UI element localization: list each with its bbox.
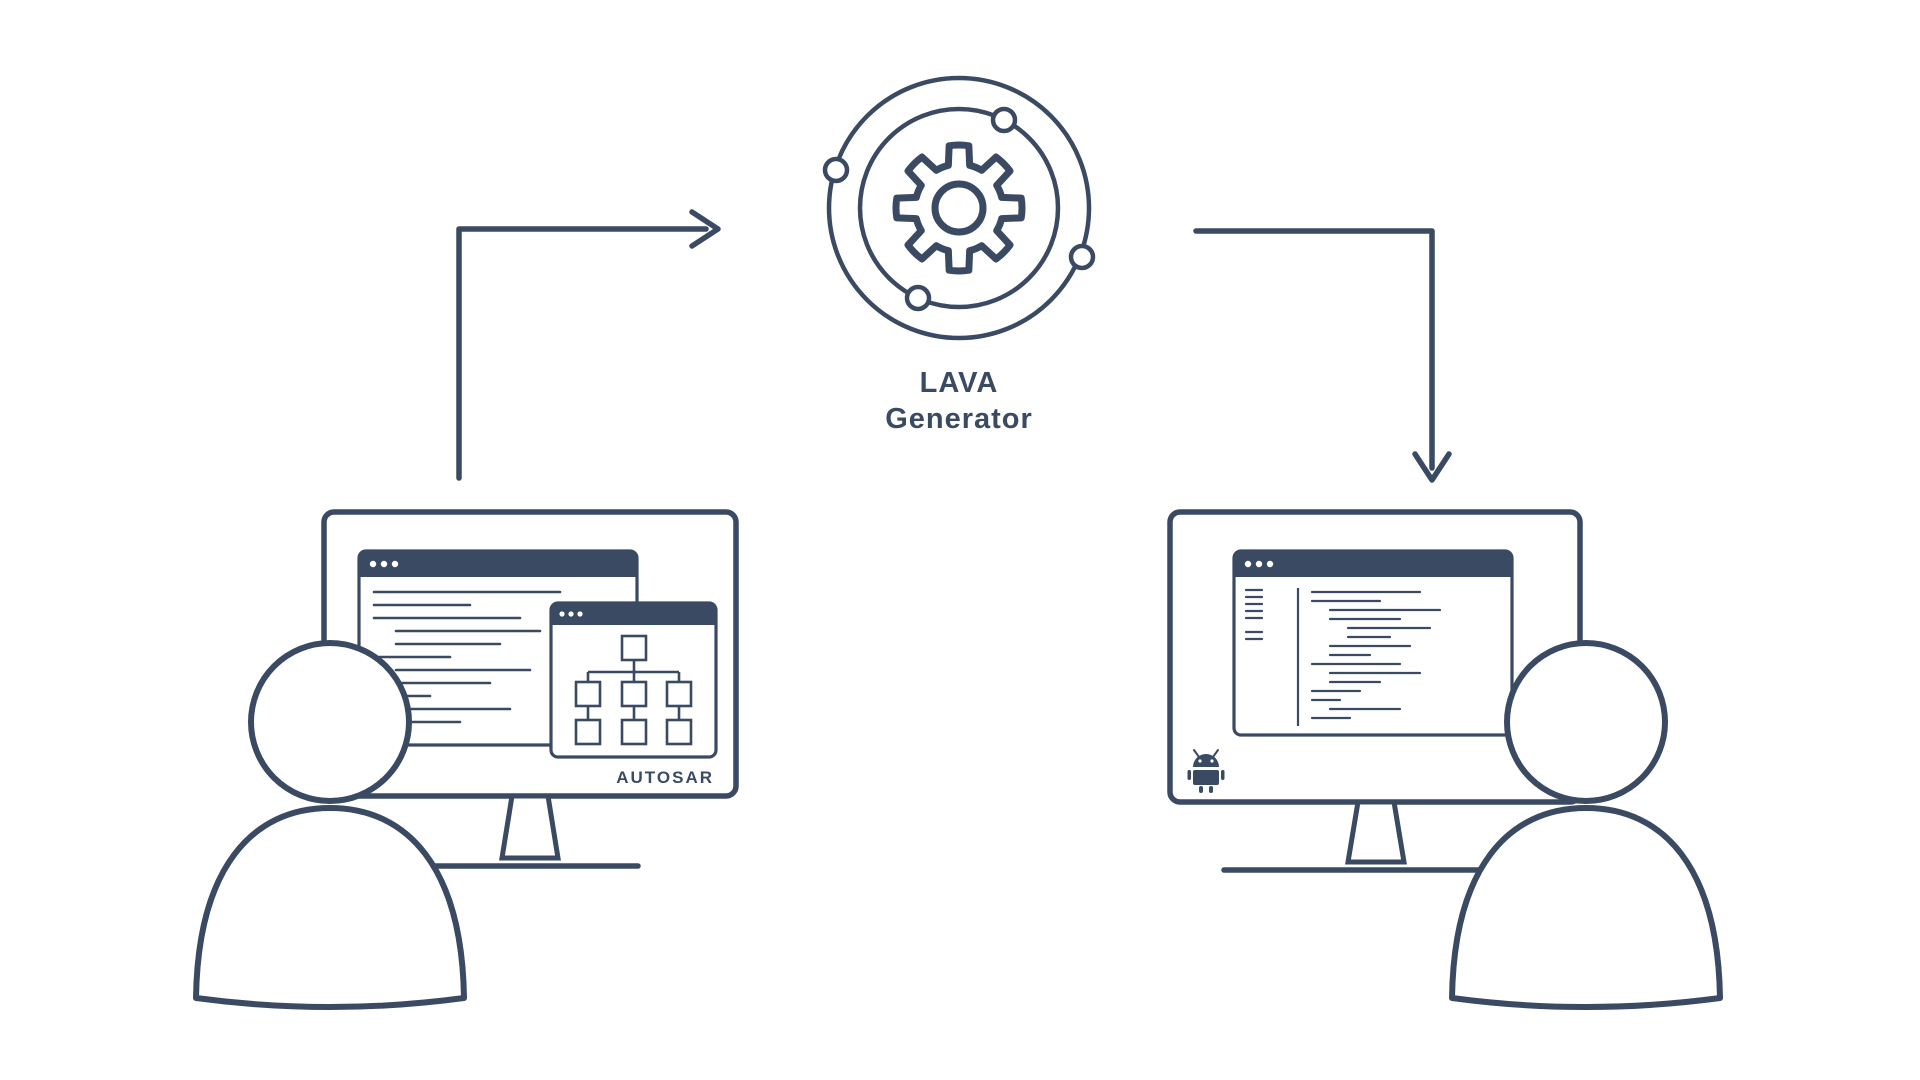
right-workstation — [1167, 509, 1583, 873]
right-code-lines — [1310, 590, 1442, 720]
person-right — [1449, 640, 1723, 1010]
arrow-generator-to-right — [1193, 228, 1452, 483]
generator-label-line2: Generator — [885, 403, 1033, 435]
orbit-node-icon — [1068, 243, 1096, 271]
orbit-rings — [826, 75, 1092, 341]
person-left — [193, 640, 467, 1010]
flowchart-icon — [574, 634, 693, 746]
window-controls — [559, 611, 583, 617]
gutter-lines — [1244, 588, 1264, 641]
flowchart-window — [549, 601, 718, 759]
window-title-bar — [551, 603, 716, 625]
android-robot-icon — [1187, 749, 1225, 793]
window-title-bar — [359, 551, 637, 577]
gear-icon — [892, 141, 1026, 275]
person-head — [1504, 640, 1668, 804]
monitor-stand — [1345, 799, 1407, 865]
orbit-node-icon — [904, 284, 932, 312]
window-controls — [1244, 560, 1274, 568]
code-editor-window — [1232, 549, 1514, 737]
person-body — [1449, 805, 1723, 1010]
window-controls — [369, 560, 399, 568]
orbit-node-icon — [990, 106, 1018, 134]
autosar-logo: AUTOSAR — [616, 768, 714, 787]
window-title-bar — [1234, 551, 1512, 577]
monitor-stand — [499, 793, 561, 861]
arrow-down-icon — [1412, 451, 1452, 483]
orbit-node-icon — [822, 156, 850, 184]
arrow-right-icon — [689, 209, 721, 249]
lava-generator-icon: LAVA Generator — [822, 75, 1096, 435]
generator-label-line1: LAVA — [920, 367, 999, 399]
arrow-left-to-generator — [456, 209, 721, 481]
gear-hub — [931, 180, 987, 236]
person-head — [248, 640, 412, 804]
left-workstation: AUTOSAR — [321, 509, 739, 869]
person-body — [193, 805, 467, 1010]
orbit-nodes — [822, 106, 1096, 312]
